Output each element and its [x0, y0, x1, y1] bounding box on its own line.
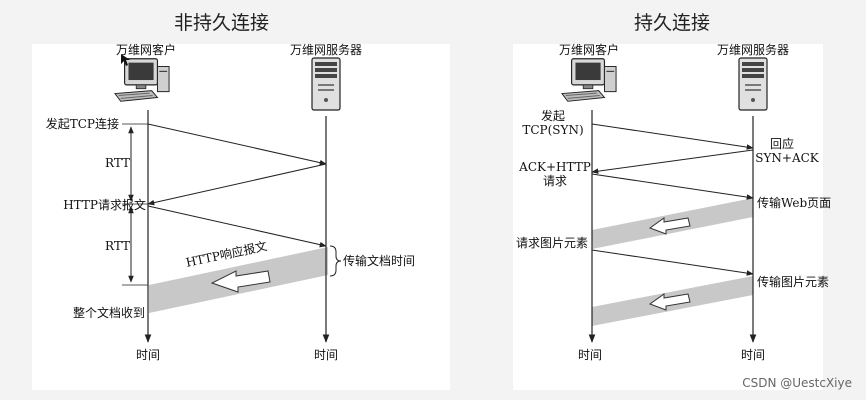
label-send-image: 传输图片元素 — [757, 275, 830, 289]
right-image-arrow-icon — [648, 293, 691, 311]
label-request: 请求 — [542, 174, 568, 188]
right-title: 持久连接 — [634, 12, 711, 34]
left-client-label: 万维网客户 — [115, 43, 177, 57]
left-response-arrow-icon — [210, 270, 271, 293]
right-synack-arrow — [591, 149, 754, 174]
left-client-computer-icon — [114, 58, 170, 102]
label-document-received: 整个文档收到 — [72, 306, 145, 320]
right-server-label: 万维网服务器 — [716, 43, 790, 57]
right-request-arrow — [591, 173, 754, 200]
label-ack-http: ACK+HTTP — [519, 160, 591, 174]
right-server-time-label: 时间 — [740, 348, 766, 362]
left-transfer-brace — [329, 245, 342, 277]
watermark: CSDN @UestcXiye — [742, 376, 852, 390]
label-transfer-time: 传输文档时间 — [343, 254, 416, 268]
left-request-arrow — [147, 205, 327, 248]
right-image-request-arrow — [591, 249, 754, 276]
label-syn-ack: SYN+ACK — [755, 151, 819, 165]
right-client-time-label: 时间 — [577, 348, 603, 362]
right-client-label: 万维网客户 — [558, 43, 620, 57]
right-server-icon — [738, 57, 768, 111]
right-client-computer-icon — [561, 58, 617, 102]
label-rtt-2: RTT — [105, 239, 131, 253]
left-syn-arrow — [147, 123, 327, 166]
left-synack-arrow — [147, 163, 327, 206]
left-server-time-label: 时间 — [313, 348, 339, 362]
label-rtt-1: RTT — [105, 156, 131, 170]
label-send-web-page: 传输Web页面 — [757, 196, 832, 210]
left-title: 非持久连接 — [174, 12, 270, 34]
right-syn-arrow — [591, 123, 754, 150]
non-persistent-panel — [32, 44, 450, 390]
label-initiate: 发起 — [540, 109, 566, 123]
label-tcp-syn: TCP(SYN) — [522, 123, 584, 137]
label-reply: 回应 — [769, 137, 795, 151]
mouse-cursor-icon — [121, 54, 130, 66]
label-http-request: HTTP请求报文 — [63, 198, 146, 212]
label-request-image: 请求图片元素 — [515, 236, 588, 250]
right-page-arrow-icon — [648, 217, 691, 235]
left-server-icon — [311, 57, 341, 111]
left-client-time-label: 时间 — [135, 348, 161, 362]
label-initiate-tcp: 发起TCP连接 — [45, 117, 119, 131]
left-server-label: 万维网服务器 — [289, 43, 363, 57]
